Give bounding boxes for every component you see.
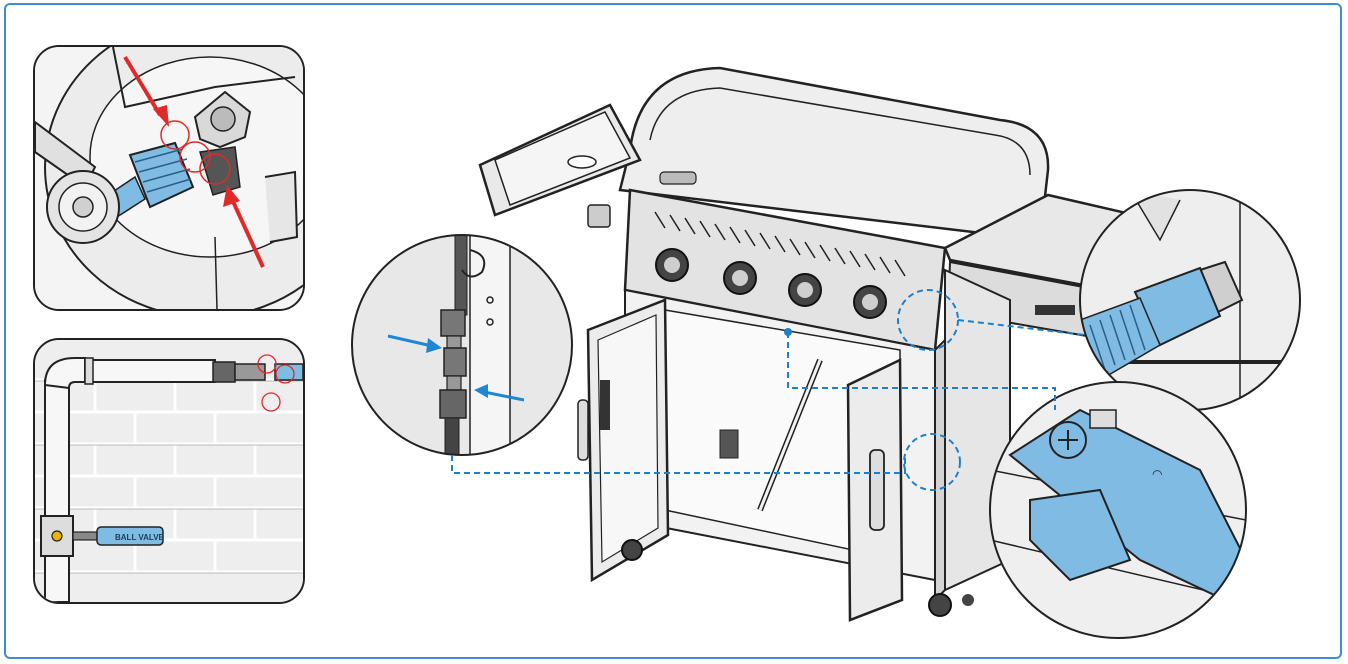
- cylinder-inset: [33, 45, 305, 311]
- callout-lines: [451, 289, 1086, 491]
- hose-connection-detail-icon: [351, 234, 573, 456]
- wall-gas-pipe-icon: BALL VALVE: [35, 340, 303, 602]
- gas-cylinder-regulator-icon: [35, 47, 303, 309]
- svg-text:◠: ◠: [1152, 467, 1162, 481]
- wall-pipe-inset: BALL VALVE: [33, 338, 305, 604]
- inlet-connection-detail-icon: ◠: [989, 381, 1247, 639]
- valve-tag-text: BALL VALVE: [115, 533, 165, 542]
- regulator-connection-detail-icon: [1079, 189, 1301, 411]
